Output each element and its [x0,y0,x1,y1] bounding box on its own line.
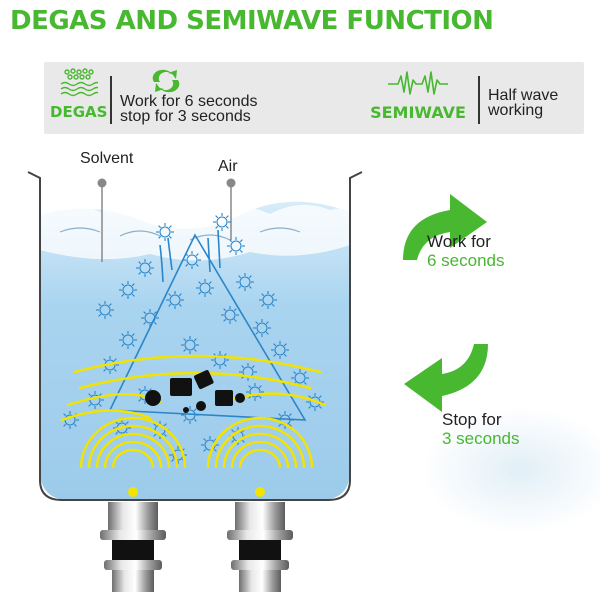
semiwave-label: SEMIWAVE [370,103,466,122]
tank-wall [27,171,363,501]
yellow-wave-arcs [60,354,327,422]
curved-arrow-down-icon [404,344,488,412]
debris-particles [145,370,245,413]
transducer-left [100,502,166,592]
air-callout-line [226,178,236,240]
stop-cycle-text: Stop for 3 seconds [442,410,520,448]
degas-label: DEGAS [50,103,108,121]
info-bar: DEGAS Work for 6 seconds stop for 3 seco… [44,62,584,134]
curved-arrow-up-icon [403,194,487,260]
cycle-arrows-icon [152,69,180,93]
transducer-right [227,502,293,592]
work-line-1: Work for [427,232,491,251]
semiwave-line-2: working [488,102,544,119]
work-cycle-text: Work for 6 seconds [427,232,505,270]
transducer-waves-right [206,416,314,469]
air-label: Air [218,158,238,175]
bubbles-waves-icon [60,68,102,97]
stop-line-2: 3 seconds [442,429,520,448]
semiwave-feature: SEMIWAVE [366,70,470,122]
transducer-waves-left [79,416,187,469]
solvent-callout-line [97,178,107,262]
degas-line-1: Work for 6 seconds [120,93,258,110]
degas-feature: DEGAS [50,68,108,121]
degas-line-2: stop for 3 seconds [120,108,251,125]
semiwave-line-1: Half wave [488,87,559,104]
water-splash [40,201,350,261]
degas-description: Work for 6 seconds stop for 3 seconds [120,93,258,125]
work-line-2: 6 seconds [427,251,505,270]
divider [478,76,480,124]
waveform-icon [388,71,448,95]
stop-line-1: Stop for [442,410,502,429]
solvent-label: Solvent [80,150,134,167]
divider [110,76,112,124]
page-title: DEGAS AND SEMIWAVE FUNCTION [10,6,494,36]
semiwave-description: Half wave working [488,87,559,119]
